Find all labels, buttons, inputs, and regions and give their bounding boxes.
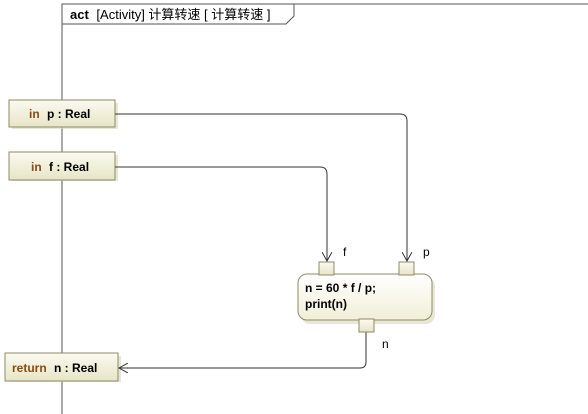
output-pin-n[interactable] bbox=[358, 318, 375, 333]
svg-text:in f : Real: in f : Real bbox=[31, 160, 89, 174]
object-flow-n[interactable] bbox=[119, 332, 367, 368]
action-body-line-2: print(n) bbox=[305, 297, 347, 311]
parameter-node-p[interactable]: in p : Real bbox=[8, 99, 118, 129]
action-body-line-1: n = 60 * f / p; bbox=[305, 281, 376, 295]
parameter-label: p : Real bbox=[47, 107, 90, 121]
parameter-direction: return bbox=[12, 361, 47, 375]
input-pin-p[interactable] bbox=[398, 261, 415, 276]
parameter-direction: in bbox=[29, 107, 40, 121]
svg-text:act [Activity] 计算转速 [ 计算: act [Activity] 计算转速 [ 计算转速 ] bbox=[70, 7, 271, 22]
pin-label-f: f bbox=[343, 245, 347, 259]
parameter-direction: in bbox=[31, 160, 42, 174]
svg-text:in p : Real: in p : Real bbox=[29, 107, 90, 121]
object-flow-f[interactable] bbox=[115, 166, 327, 261]
frame-title: [Activity] 计算转速 [ 计算转速 ] bbox=[96, 7, 270, 22]
activity-frame: act [Activity] 计算转速 [ 计算转速 ] bbox=[61, 3, 588, 414]
parameter-label: f : Real bbox=[49, 160, 89, 174]
frame-keyword: act bbox=[70, 7, 89, 22]
svg-text:return n : Real: return n : Real bbox=[12, 361, 97, 375]
input-pin-f[interactable] bbox=[318, 261, 335, 276]
parameter-node-f[interactable]: in f : Real bbox=[8, 151, 118, 181]
parameter-label: n : Real bbox=[54, 361, 97, 375]
pin-label-n: n bbox=[382, 337, 389, 351]
object-flow-p[interactable] bbox=[115, 113, 407, 261]
parameter-node-n[interactable]: return n : Real bbox=[4, 352, 121, 382]
action-node[interactable]: n = 60 * f / p; print(n) bbox=[297, 273, 435, 324]
pin-label-p: p bbox=[423, 245, 430, 259]
frame-name-tab bbox=[61, 3, 295, 25]
